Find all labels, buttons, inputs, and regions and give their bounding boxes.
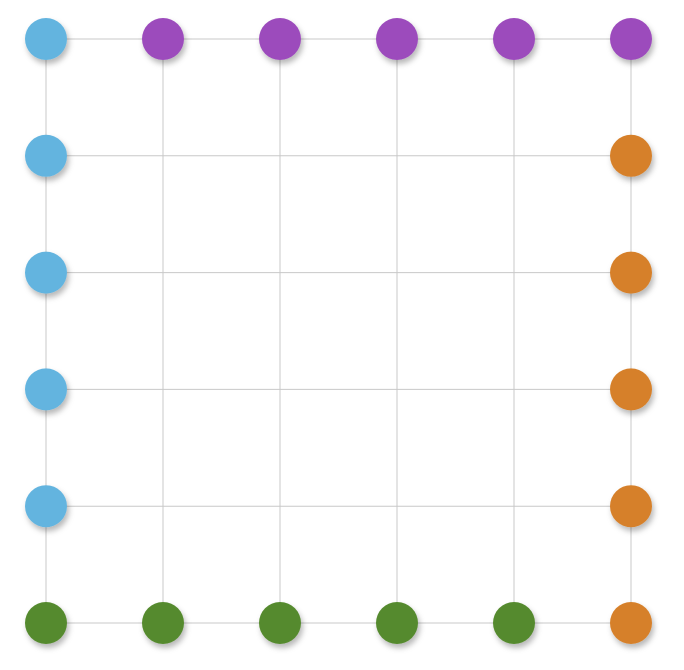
- purple-dot: [376, 18, 418, 60]
- purple-dot: [493, 18, 535, 60]
- orange-dot: [610, 368, 652, 411]
- green-dot: [493, 602, 535, 644]
- purple-dot: [142, 18, 184, 60]
- orange-dot: [610, 485, 652, 528]
- blue-dot: [25, 18, 67, 60]
- purple-dot: [610, 18, 652, 60]
- grid-dots: [25, 18, 652, 644]
- green-dot: [376, 602, 418, 644]
- green-dot: [259, 602, 301, 644]
- green-dot: [142, 602, 184, 644]
- blue-dot: [25, 134, 67, 177]
- orange-dot: [610, 134, 652, 177]
- grid-lines: [45, 38, 632, 624]
- blue-dot: [25, 368, 67, 411]
- purple-dot: [259, 18, 301, 60]
- green-dot: [25, 602, 67, 644]
- orange-dot: [610, 602, 652, 644]
- blue-dot: [25, 485, 67, 528]
- orange-dot: [610, 251, 652, 294]
- blue-dot: [25, 251, 67, 294]
